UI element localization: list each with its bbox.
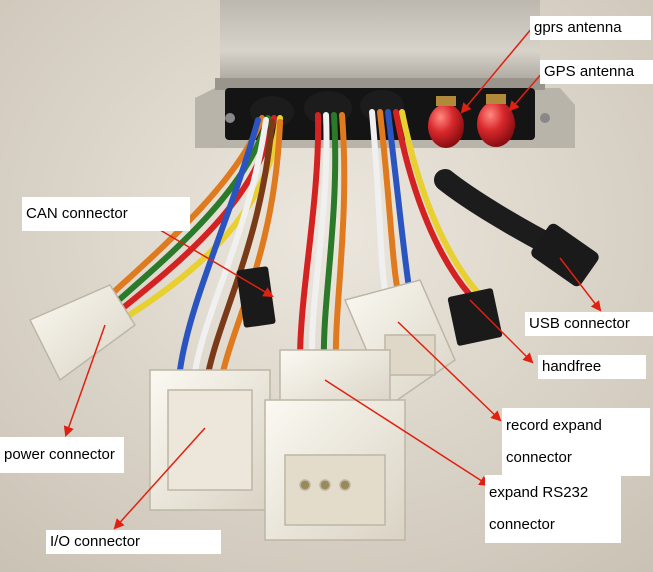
arrow-expand (324, 379, 490, 487)
can-connector-plug (236, 266, 276, 328)
record-expand-connector-label: record expand connector (502, 408, 650, 476)
arrow-power (63, 324, 106, 437)
arrow-record (397, 321, 502, 422)
white-connectors (28, 279, 456, 541)
power-connector-label: power connector (0, 437, 124, 473)
arrow-gprs (460, 27, 533, 114)
expand-rs232-connector-label: expand RS232 connector (485, 475, 621, 543)
gps-antenna-label: GPS antenna (540, 60, 653, 84)
can-connector-label: CAN connector (22, 197, 190, 231)
handfree-label: handfree (538, 355, 646, 379)
tracker-device (195, 0, 575, 148)
arrow-io (113, 427, 206, 530)
arrow-usb (559, 257, 602, 312)
antenna-sockets (428, 94, 515, 148)
arrow-gps (508, 71, 544, 112)
wire-bundles (102, 109, 481, 379)
gprs-antenna-label: gprs antenna (530, 16, 651, 40)
io-connector-label: I/O connector (46, 530, 221, 554)
usb-connector-label: USB connector (525, 312, 653, 336)
arrow-handfree (469, 299, 534, 364)
arrow-can (154, 226, 274, 298)
handfree-plug (447, 288, 503, 346)
annotation-arrows (63, 27, 602, 530)
usb-cable (434, 169, 599, 287)
